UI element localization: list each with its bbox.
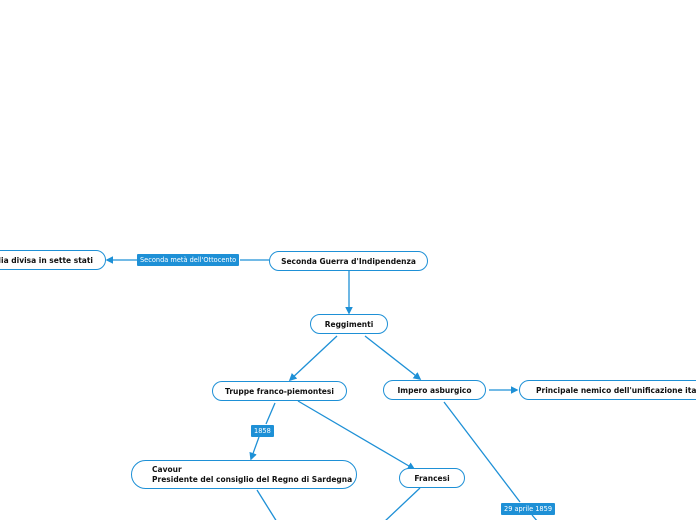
- node-seconda-guerra-indipendenza[interactable]: Seconda Guerra d'Indipendenza: [269, 251, 428, 271]
- node-francesi-text: Francesi: [414, 473, 450, 483]
- edge-reggimenti-to-truppe: [288, 335, 338, 382]
- node-principale-nemico[interactable]: Principale nemico dell'unificazione ital…: [519, 380, 696, 400]
- edge-cavour-downward: [256, 489, 277, 520]
- node-italia-divisa-text: Italia divisa in sette stati: [0, 255, 93, 265]
- node-cavour[interactable]: Cavour Presidente del consiglio del Regn…: [131, 460, 357, 489]
- node-reggimenti-text: Reggimenti: [324, 319, 374, 329]
- node-impero-asburgico[interactable]: Impero asburgico: [383, 380, 486, 400]
- node-seconda-guerra-text: Seconda Guerra d'Indipendenza: [281, 256, 416, 266]
- node-reggimenti[interactable]: Reggimenti: [310, 314, 388, 334]
- label-29-aprile-1859[interactable]: 29 aprile 1859: [501, 503, 556, 515]
- edge-truppe-to-label-1858: [265, 402, 276, 425]
- edge-reggimenti-to-impero: [364, 335, 422, 380]
- node-truppe-text: Truppe franco-piemontesi: [225, 386, 334, 396]
- edge-impero-to-label-1859: [443, 401, 521, 503]
- node-cavour-text: Cavour Presidente del consiglio del Regn…: [152, 465, 352, 485]
- edge-truppe-to-francesi: [297, 400, 416, 470]
- node-cavour-name: Cavour: [152, 464, 182, 474]
- label-1858[interactable]: 1858: [251, 425, 274, 437]
- node-truppe-franco-piemontesi[interactable]: Truppe franco-piemontesi: [212, 381, 347, 401]
- node-francesi[interactable]: Francesi: [399, 468, 465, 488]
- node-principale-nemico-text: Principale nemico dell'unificazione ital…: [536, 385, 696, 395]
- edge-label-1859-continue: [531, 514, 538, 520]
- node-cavour-role: Presidente del consiglio del Regno di Sa…: [152, 474, 353, 484]
- edge-francesi-downward: [385, 487, 421, 520]
- edge-label-1858-to-cavour: [249, 436, 260, 461]
- label-seconda-meta-ottocento[interactable]: Seconda metà dell'Ottocento: [137, 254, 240, 266]
- node-impero-text: Impero asburgico: [397, 385, 472, 395]
- node-italia-divisa[interactable]: Italia divisa in sette stati: [0, 250, 106, 270]
